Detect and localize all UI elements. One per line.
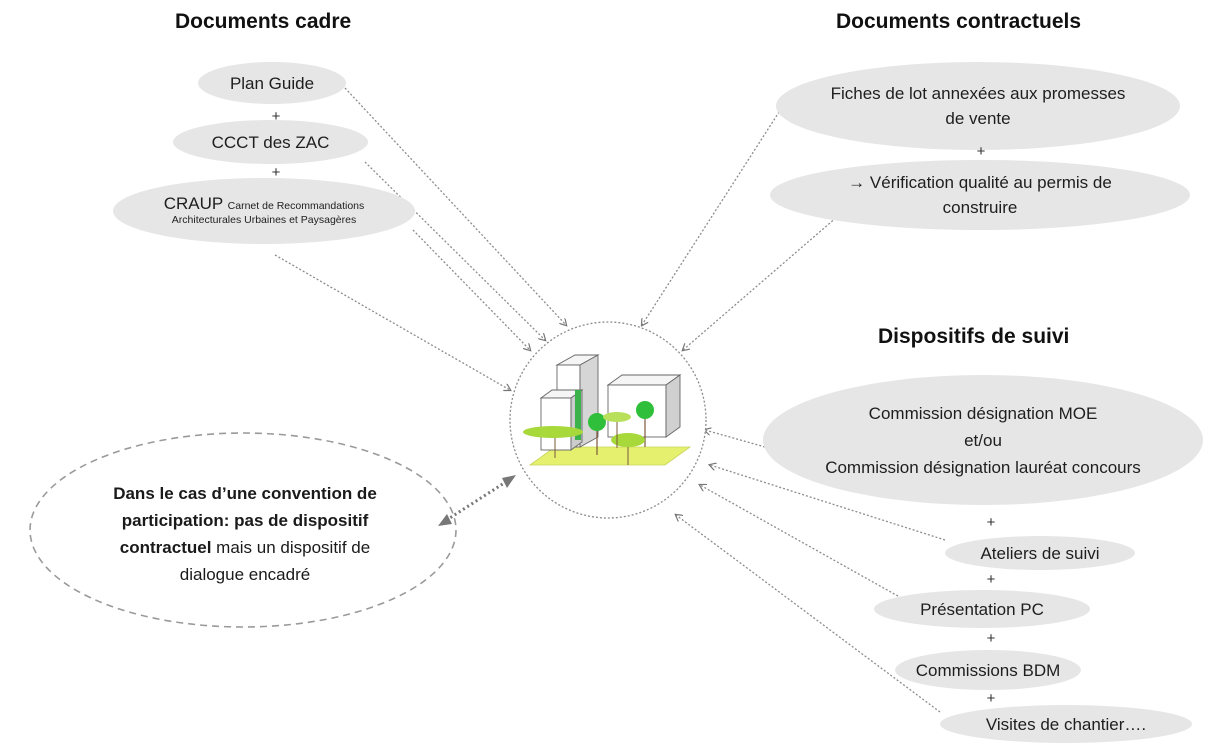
building-illustration (523, 354, 692, 466)
presentation-label: Présentation PC (920, 599, 1044, 619)
pill-plan-guide: Plan Guide (198, 62, 346, 104)
pill-visites: Visites de chantier…. (940, 705, 1192, 743)
pill-verification: → Vérification qualité au permis de cons… (770, 160, 1190, 230)
pill-commission: Commission désignation MOE et/ou Commiss… (763, 375, 1203, 505)
convention-ellipse (29, 432, 457, 628)
pill-ccct: CCCT des ZAC (173, 120, 368, 164)
ccct-label: CCCT des ZAC (211, 132, 330, 152)
arrow-craup-2 (274, 254, 510, 390)
arrow-convention-head-right (502, 475, 516, 488)
arrow-commission (705, 430, 766, 448)
craup-line1: CRAUP Carnet de Recommandations (164, 195, 365, 213)
visites-label: Visites de chantier…. (985, 714, 1147, 734)
convention-line-2: participation: pas de dispositif (121, 511, 369, 530)
plus-sign-cadre-1: + (271, 108, 281, 125)
ateliers-label: Ateliers de suivi (980, 543, 1100, 563)
plus-sign-suivi-3: + (986, 630, 996, 647)
arrow-visites (676, 515, 941, 713)
heading-documents-cadre: Documents cadre (175, 10, 352, 33)
craup-desc-1: Carnet de Recommandations (227, 200, 365, 212)
verification-line-2: construire (942, 198, 1018, 217)
heading-dispositifs-suivi: Dispositifs de suivi (878, 325, 1070, 348)
plus-sign-suivi-4: + (986, 690, 996, 707)
pill-ateliers: Ateliers de suivi (945, 536, 1135, 570)
commission-line-2: et/ou (964, 430, 1002, 450)
craup-desc-2: Architecturales Urbaines et Paysagères (171, 214, 357, 226)
plus-sign-cadre-2: + (271, 164, 281, 181)
convention-line-3-bold: contractuel (119, 538, 212, 557)
arrow-fiches (642, 94, 791, 325)
arrow-ccct (364, 161, 545, 340)
pill-commissions-bdm: Commissions BDM (895, 650, 1081, 690)
verification-line-1: → Vérification qualité au permis de (848, 173, 1112, 192)
commissions-bdm-label: Commissions BDM (915, 660, 1061, 680)
commission-line-1: Commission désignation MOE (868, 403, 1098, 423)
arrow-ateliers (710, 465, 946, 541)
pill-craup: CRAUP Carnet de Recommandations Architec… (113, 178, 415, 244)
convention-line-1: Dans le cas d’une convention de (113, 484, 377, 503)
pill-fiches-de-lot: Fiches de lot annexées aux promesses de … (776, 62, 1180, 150)
heading-documents-contractuels: Documents contractuels (836, 10, 1082, 33)
craup-acronym: CRAUP (163, 194, 223, 213)
plus-sign-contractuels: + (976, 143, 986, 160)
convention-line-4: dialogue encadré (179, 565, 311, 584)
fiches-line-2: de vente (945, 109, 1011, 128)
arrow-craup-1 (412, 229, 530, 350)
commission-line-3: Commission désignation lauréat concours (825, 457, 1141, 477)
plus-sign-suivi-2: + (986, 571, 996, 588)
plan-guide-label: Plan Guide (229, 73, 315, 93)
plus-sign-suivi-1: + (986, 514, 996, 531)
arrow-convention-head-left (438, 514, 452, 526)
fiches-line-1: Fiches de lot annexées aux promesses (830, 84, 1126, 103)
convention-text: Dans le cas d’une convention de particip… (40, 480, 450, 588)
arrow-convention (441, 476, 513, 525)
pill-presentation: Présentation PC (874, 590, 1090, 628)
arrow-verification (683, 209, 846, 350)
arrow-presentation (700, 485, 906, 601)
convention-line-3-rest: mais un dispositif de (211, 538, 371, 557)
